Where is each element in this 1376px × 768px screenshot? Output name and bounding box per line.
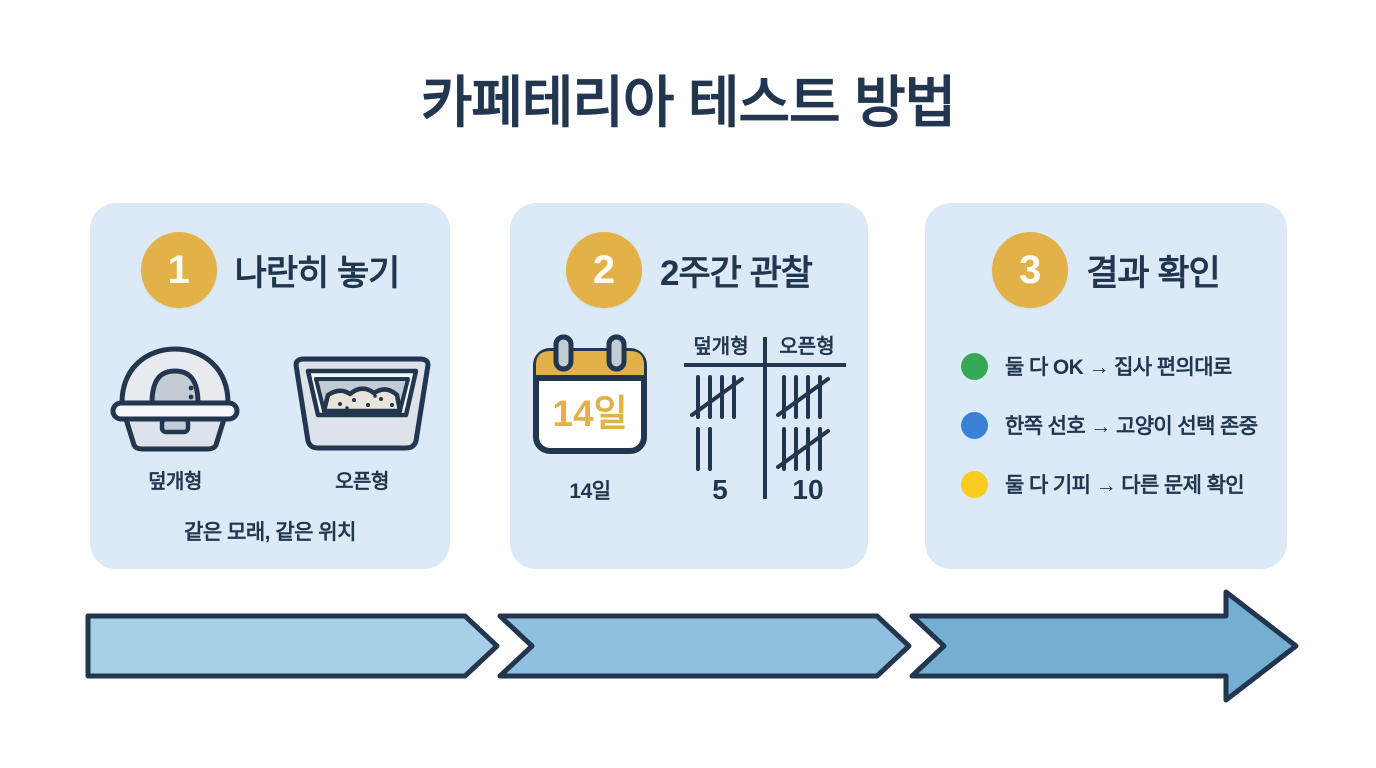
card-2-header: 2 2주간 관찰 <box>510 232 868 308</box>
arrow-segment-1 <box>85 613 500 679</box>
step-1-caption: 같은 모래, 같은 위치 <box>184 521 356 544</box>
card-3-header: 3 결과 확인 <box>925 232 1287 308</box>
tally-left-group-2 <box>696 427 712 471</box>
step-number-badge-1: 1 <box>140 232 217 308</box>
result-item-1: 둘 다 OK → 집사 편의대로 <box>961 351 1267 381</box>
tally-count-right: 10 <box>792 474 823 503</box>
step-title-2: 2주간 관찰 <box>660 253 813 293</box>
result-item-2: 한쪽 선호 → 고양이 선택 존중 <box>961 410 1267 440</box>
tally-right-group-2 <box>776 427 830 471</box>
covered-litter-box-label: 덮개형 <box>148 471 202 493</box>
tally-header-right: 오픈형 <box>779 335 834 358</box>
tally-chart: 덮개형 오픈형 <box>680 333 850 503</box>
covered-litter-box-icon <box>110 346 240 452</box>
observation-illustration: 14일 14일 덮개형 오픈형 <box>510 333 868 505</box>
tally-chart-svg: 덮개형 오픈형 <box>684 335 846 503</box>
page-title: 카페테리아 테스트 방법 <box>420 71 956 134</box>
result-text-2: 한쪽 선호 → 고양이 선택 존중 <box>1005 415 1258 438</box>
arrow-segment-3 <box>909 589 1299 703</box>
step-title-3: 결과 확인 <box>1086 253 1221 293</box>
result-text-1: 둘 다 OK → 집사 편의대로 <box>1005 356 1232 379</box>
result-list: 둘 다 OK → 집사 편의대로 한쪽 선호 → 고양이 선택 존중 둘 다 기… <box>961 351 1267 499</box>
step-title-1: 나란히 놓기 <box>234 253 401 293</box>
result-item-3: 둘 다 기피 → 다른 문제 확인 <box>961 469 1267 499</box>
calendar-face-text: 14일 <box>552 393 627 434</box>
covered-litter-box-item: 덮개형 <box>100 341 250 494</box>
progress-arrow-svg <box>85 589 1299 703</box>
step-card-2: 2 2주간 관찰 14일 14일 덮개형 <box>510 203 868 569</box>
arrow-segment-2 <box>497 613 912 679</box>
step-card-1: 1 나란히 놓기 덮개형 <box>90 203 450 569</box>
calendar-group: 14일 14일 <box>528 333 652 505</box>
open-litter-box-item: 오픈형 <box>284 349 440 494</box>
calendar-label: 14일 <box>569 480 611 503</box>
step-number-badge-3: 3 <box>992 232 1069 308</box>
result-text-3: 둘 다 기피 → 다른 문제 확인 <box>1005 474 1245 497</box>
litter-box-illustrations: 덮개형 오픈형 <box>90 341 450 494</box>
open-litter-box-icon <box>293 356 431 451</box>
step-card-3: 3 결과 확인 둘 다 OK → 집사 편의대로 한쪽 선호 → 고양이 선택 … <box>925 203 1287 569</box>
blue-dot-icon <box>961 411 988 439</box>
green-dot-icon <box>961 352 988 380</box>
yellow-dot-icon <box>961 470 988 498</box>
card-1-header: 1 나란히 놓기 <box>90 232 450 308</box>
step-number-badge-2: 2 <box>566 232 642 308</box>
tally-count-left: 5 <box>712 474 728 503</box>
open-litter-box-label: 오픈형 <box>335 471 389 493</box>
tally-header-left: 덮개형 <box>693 335 748 358</box>
tally-left-group-1 <box>690 375 744 419</box>
calendar-icon: 14일 <box>533 334 647 454</box>
progress-arrow <box>0 588 1376 710</box>
tally-right-group-1 <box>776 375 830 419</box>
